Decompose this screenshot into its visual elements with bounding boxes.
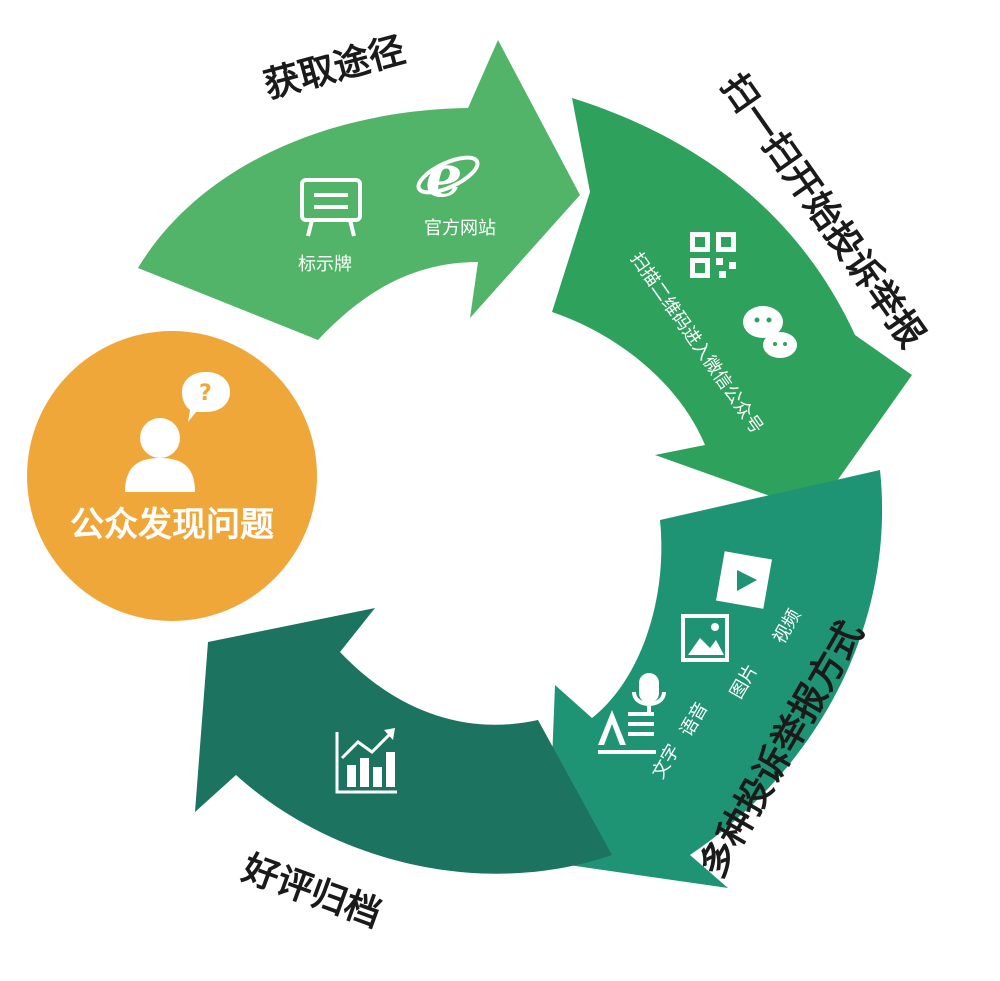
- question-mark-glyph: ?: [199, 381, 212, 406]
- chart-icon: [335, 728, 397, 794]
- person-question-icon: [125, 372, 230, 492]
- ie-browser-icon: e: [416, 142, 480, 210]
- stage-arrow-methods: [548, 470, 883, 888]
- picture-icon: [681, 614, 729, 662]
- qr-code-icon: [690, 232, 736, 278]
- stage-arrow-scan: [552, 98, 912, 512]
- signboard-icon: [300, 178, 362, 237]
- svg-text:e: e: [426, 142, 463, 210]
- text-icon: [598, 710, 656, 754]
- wechat-icon: [743, 306, 797, 358]
- item-website-label: 官方网站: [424, 218, 496, 239]
- center-node-label: 公众发现问题: [70, 505, 274, 545]
- video-icon: [716, 551, 772, 609]
- item-signboard-label: 标示牌: [298, 254, 352, 275]
- stage-title-acquire: 获取途径: [259, 29, 409, 107]
- stage-arrow-archive: [195, 608, 612, 874]
- microphone-icon: [632, 673, 666, 716]
- stage-title-archive: 好评归档: [236, 848, 386, 936]
